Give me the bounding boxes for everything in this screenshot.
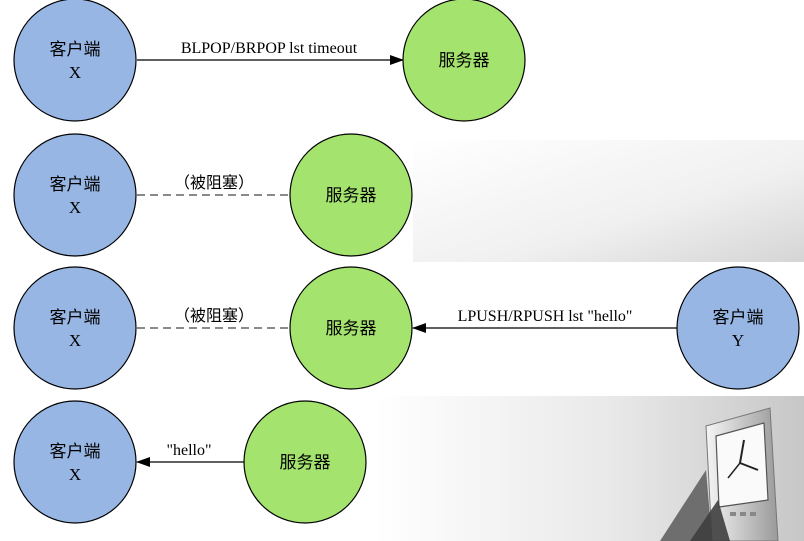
- edge-label: （被阻塞）: [174, 174, 254, 192]
- client-node: 客户端 X: [13, 133, 137, 257]
- edge-label: BLPOP/BRPOP lst timeout: [181, 40, 358, 57]
- edge-label: "hello": [166, 442, 211, 459]
- background-photo-top: [413, 140, 804, 262]
- node-label: 客户端: [50, 40, 101, 60]
- client-node-y: 客户端 Y: [676, 266, 800, 390]
- node-sublabel: X: [69, 465, 81, 484]
- server-node: 服务器: [402, 0, 526, 122]
- node-label: 服务器: [326, 319, 377, 339]
- node-label: 客户端: [713, 308, 764, 328]
- client-node: 客户端 X: [13, 0, 137, 122]
- clock-device-icon: [660, 407, 779, 541]
- server-node: 服务器: [243, 400, 367, 524]
- client-node: 客户端 X: [13, 266, 137, 390]
- server-node: 服务器: [289, 133, 413, 257]
- edge-label: （被阻塞）: [174, 307, 254, 325]
- node-sublabel: X: [69, 63, 81, 82]
- server-node: 服务器: [289, 266, 413, 390]
- node-label: 服务器: [439, 51, 490, 71]
- node-sublabel: Y: [732, 331, 744, 350]
- node-label: 服务器: [326, 186, 377, 206]
- node-label: 客户端: [50, 442, 101, 462]
- node-sublabel: X: [69, 198, 81, 217]
- client-node: 客户端 X: [13, 400, 137, 524]
- node-label: 服务器: [280, 453, 331, 473]
- node-label: 客户端: [50, 175, 101, 195]
- edge-label: LPUSH/RPUSH lst "hello": [458, 308, 633, 325]
- node-sublabel: X: [69, 331, 81, 350]
- node-label: 客户端: [50, 308, 101, 328]
